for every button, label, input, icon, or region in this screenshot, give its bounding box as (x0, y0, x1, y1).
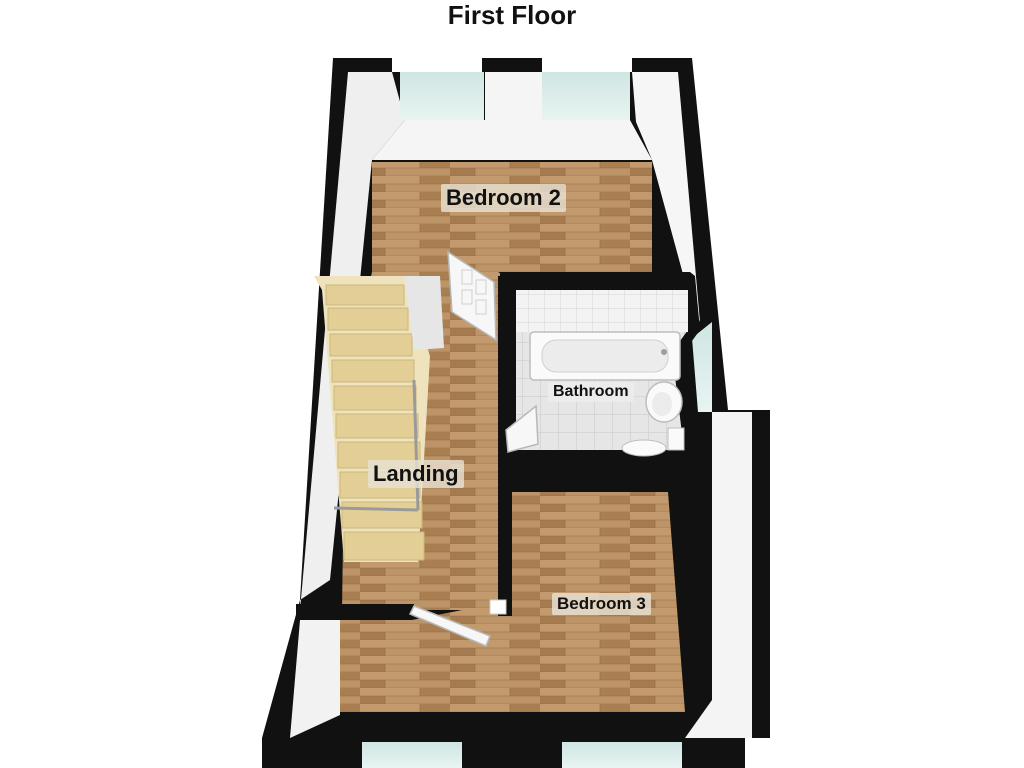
sink-icon (645, 381, 683, 423)
room-label-bedroom-3: Bedroom 3 (552, 593, 651, 615)
door-icon (408, 250, 539, 647)
window-icon (362, 72, 712, 768)
stairs-icon (314, 276, 444, 562)
room-label-bathroom: Bathroom (548, 382, 634, 402)
bedroom-3-floor (340, 492, 685, 712)
internal-walls (296, 272, 710, 616)
toilet-icon (621, 427, 685, 457)
room-label-bedroom-2: Bedroom 2 (441, 184, 566, 212)
room-label-landing: Landing (368, 460, 464, 488)
floor-title: First Floor (447, 0, 577, 30)
bedroom-2-floor (372, 162, 652, 272)
bath-icon (529, 331, 681, 381)
